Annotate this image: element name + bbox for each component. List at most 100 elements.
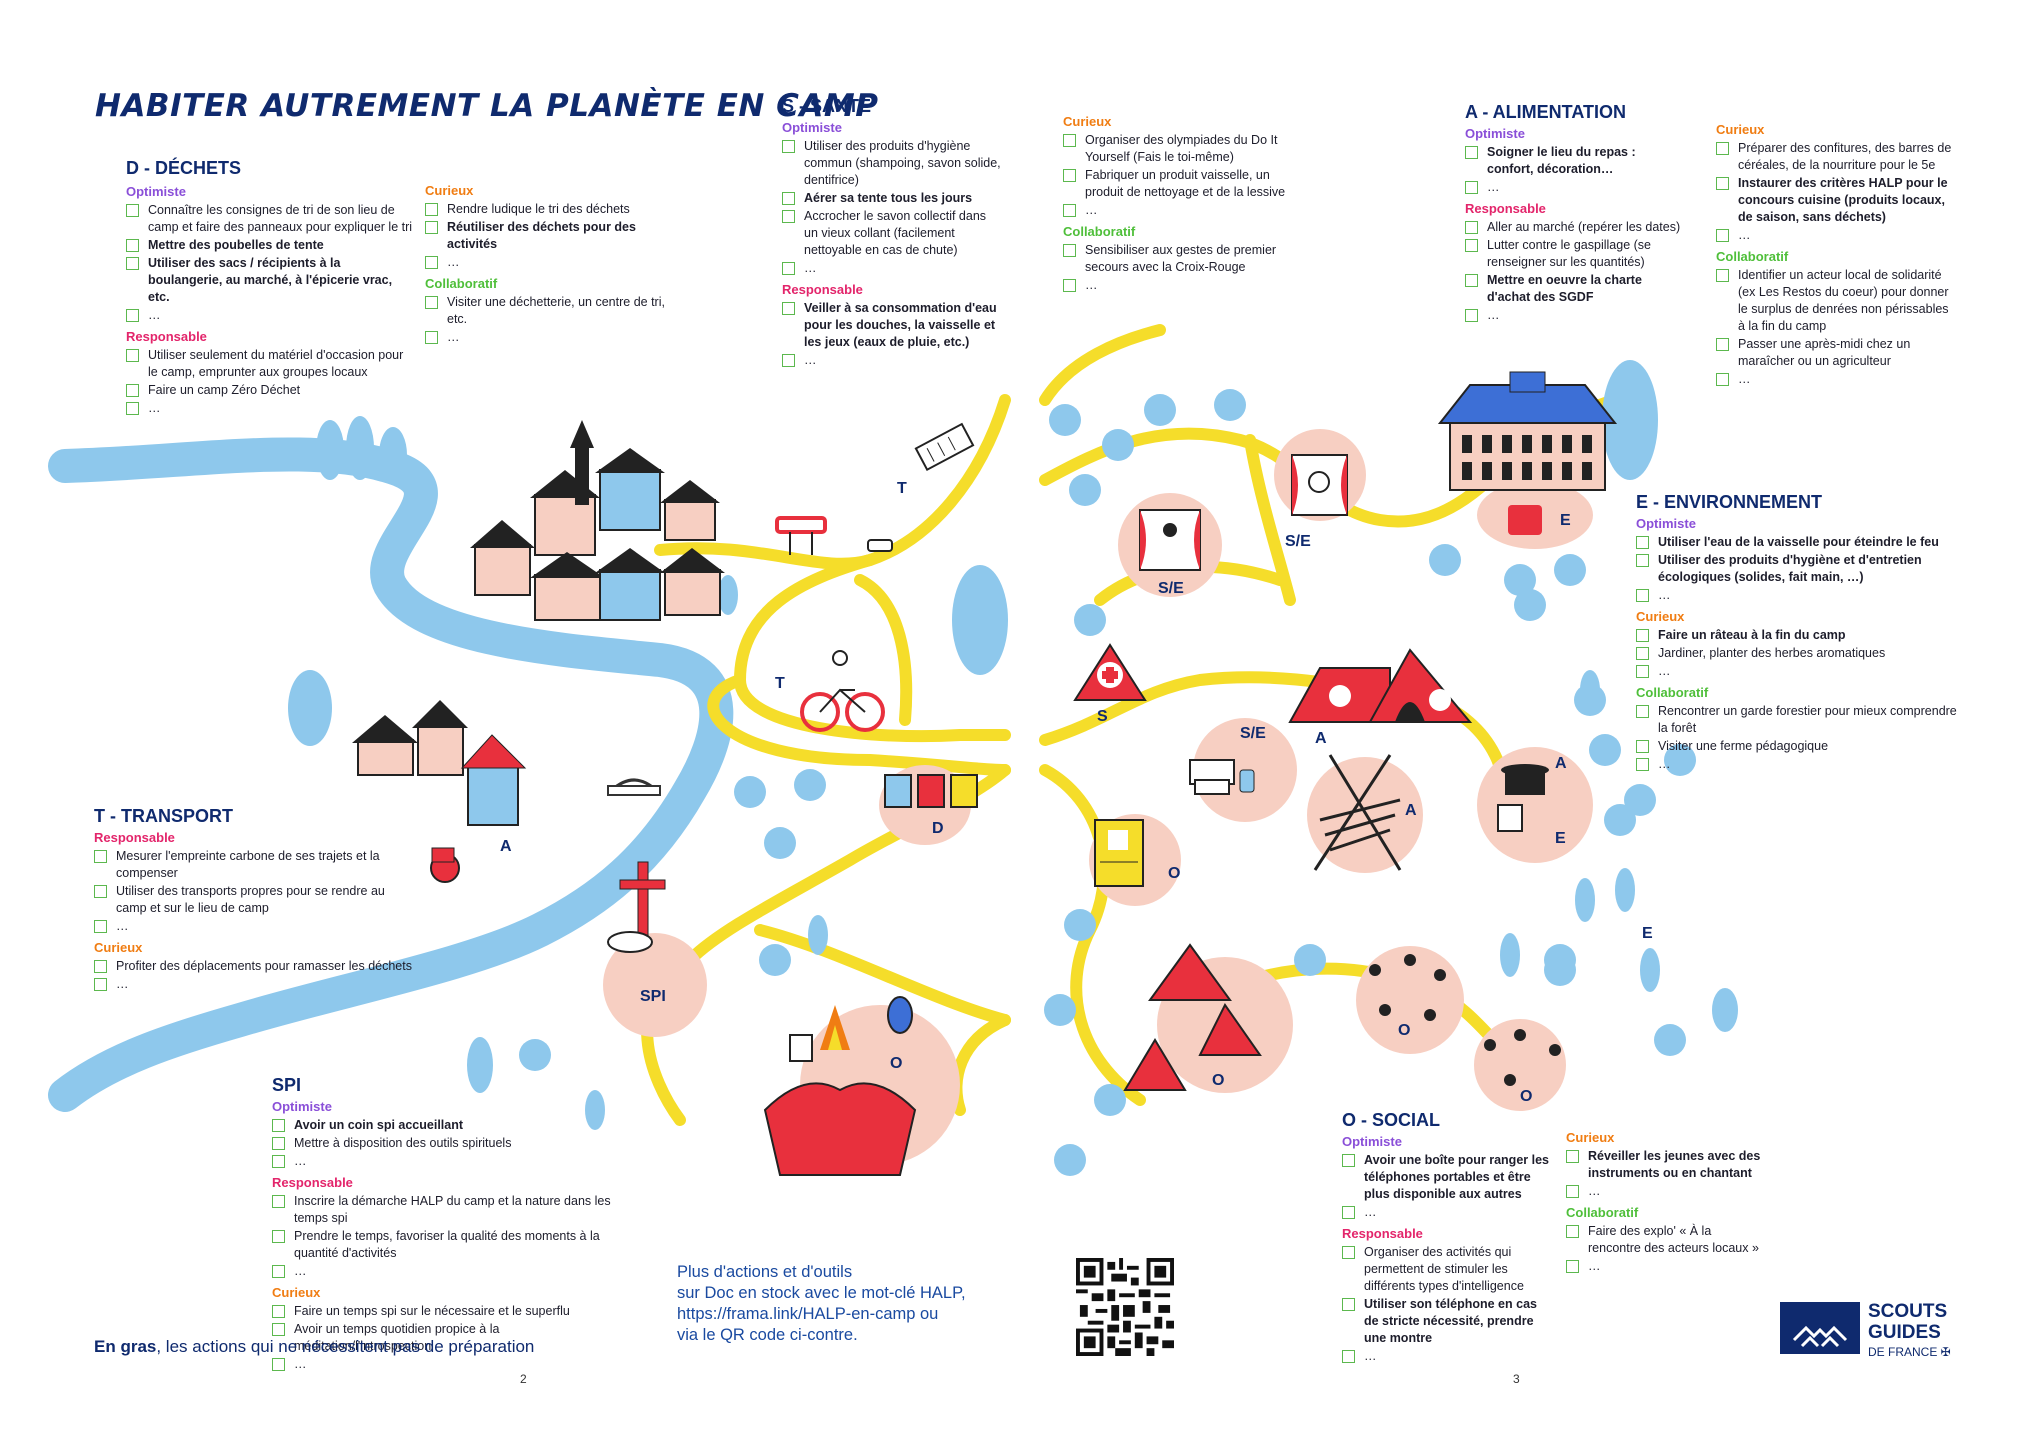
checkbox[interactable] [1342,1246,1355,1259]
checkbox[interactable] [126,349,139,362]
checkbox[interactable] [782,354,795,367]
checkbox[interactable] [1636,740,1649,753]
checkbox[interactable] [1716,269,1729,282]
checkbox[interactable] [1566,1150,1579,1163]
qr-code-icon[interactable] [1076,1258,1174,1356]
checkbox[interactable] [126,309,139,322]
checkbox[interactable] [1465,309,1478,322]
checklist-item: Utiliser des produits d'hygiène et d'ent… [1636,552,1966,586]
checklist-item: Lutter contre le gaspillage (se renseign… [1465,237,1685,271]
checkbox[interactable] [272,1323,285,1336]
category-collaboratif: Collaboratif [425,276,498,291]
checkbox[interactable] [272,1155,285,1168]
checkbox[interactable] [1636,536,1649,549]
checkbox[interactable] [272,1265,285,1278]
checkbox[interactable] [1716,373,1729,386]
checklist: Inscrire la démarche HALP du camp et la … [272,1193,632,1280]
checkbox[interactable] [272,1230,285,1243]
more-info-link[interactable]: https://frama.link/HALP-en-camp ou [677,1305,939,1323]
checkbox[interactable] [782,192,795,205]
checkbox[interactable] [1063,279,1076,292]
checkbox[interactable] [272,1137,285,1150]
checkbox[interactable] [1636,629,1649,642]
checklist-item-text: … [1085,203,1098,217]
checkbox[interactable] [272,1119,285,1132]
checklist-item-text: Aller au marché (repérer les dates) [1487,220,1681,234]
checklist-item-text: … [148,308,161,322]
checkbox[interactable] [272,1358,285,1371]
checkbox[interactable] [1716,142,1729,155]
checkbox[interactable] [126,384,139,397]
checklist-item: Rendre ludique le tri des déchets [425,201,685,218]
checkbox[interactable] [782,302,795,315]
checkbox[interactable] [1465,274,1478,287]
checkbox[interactable] [1465,221,1478,234]
checkbox[interactable] [1566,1185,1579,1198]
checkbox[interactable] [126,257,139,270]
checkbox[interactable] [126,239,139,252]
checkbox[interactable] [782,140,795,153]
checkbox[interactable] [1063,204,1076,217]
checklist-item: Prendre le temps, favoriser la qualité d… [272,1228,632,1262]
checklist-item-text: Utiliser des sacs / récipients à la boul… [148,256,393,304]
checklist-item-text: Organiser des activités qui permettent d… [1364,1245,1524,1293]
checkbox[interactable] [425,221,438,234]
category-responsable: Responsable [94,830,175,845]
checkbox[interactable] [94,920,107,933]
checklist-item-text: Utiliser seulement du matériel d'occasio… [148,348,404,379]
checkbox[interactable] [1716,338,1729,351]
checkbox[interactable] [126,204,139,217]
checkbox[interactable] [94,960,107,973]
checkbox[interactable] [425,203,438,216]
map-label-t-bike: T [775,675,785,692]
checklist-item: Mettre en oeuvre la charte d'achat des S… [1465,272,1685,306]
checklist-item: … [1566,1183,1766,1200]
checkbox[interactable] [1636,665,1649,678]
checkbox[interactable] [782,262,795,275]
checkbox[interactable] [1566,1225,1579,1238]
checkbox[interactable] [1342,1350,1355,1363]
checklist-item: Soigner le lieu du repas : confort, déco… [1465,144,1685,178]
checkbox[interactable] [94,978,107,991]
checklist-item-text: … [1364,1349,1377,1363]
checkbox[interactable] [1465,181,1478,194]
kitchen-table-structure [1313,754,1402,871]
checklist: Avoir une boîte pour ranger les téléphon… [1342,1152,1552,1221]
checkbox[interactable] [94,850,107,863]
checkbox[interactable] [1636,758,1649,771]
checkbox[interactable] [782,210,795,223]
map-label-e-chateau: E [1560,512,1571,529]
checkbox[interactable] [1465,146,1478,159]
checkbox[interactable] [1636,647,1649,660]
checklist-item: … [1342,1348,1552,1365]
checklist-item-text: … [1364,1205,1377,1219]
bicycle [800,688,885,732]
checkbox[interactable] [272,1195,285,1208]
checkbox[interactable] [1716,229,1729,242]
checkbox[interactable] [94,885,107,898]
checkbox[interactable] [425,256,438,269]
checklist-item: Organiser des activités qui permettent d… [1342,1244,1552,1295]
checkbox[interactable] [425,296,438,309]
checkbox[interactable] [1566,1260,1579,1273]
checkbox[interactable] [1063,169,1076,182]
checkbox[interactable] [425,331,438,344]
checkbox[interactable] [1063,134,1076,147]
checklist-item-text: Prendre le temps, favoriser la qualité d… [294,1229,600,1260]
checklist-item-text: Instaurer des critères HALP pour le conc… [1738,176,1948,224]
checkbox[interactable] [1636,705,1649,718]
checkbox[interactable] [1716,177,1729,190]
checkbox[interactable] [1342,1298,1355,1311]
checkbox[interactable] [1636,589,1649,602]
checkbox[interactable] [272,1305,285,1318]
map-label-d: D [932,820,944,837]
checklist-item-text: Sensibiliser aux gestes de premier secou… [1085,243,1277,274]
checkbox[interactable] [1063,244,1076,257]
checkbox[interactable] [1342,1206,1355,1219]
checkbox[interactable] [1465,239,1478,252]
checkbox[interactable] [1636,554,1649,567]
checklist-item-text: … [294,1357,307,1371]
checkbox[interactable] [126,402,139,415]
checkbox[interactable] [1342,1154,1355,1167]
